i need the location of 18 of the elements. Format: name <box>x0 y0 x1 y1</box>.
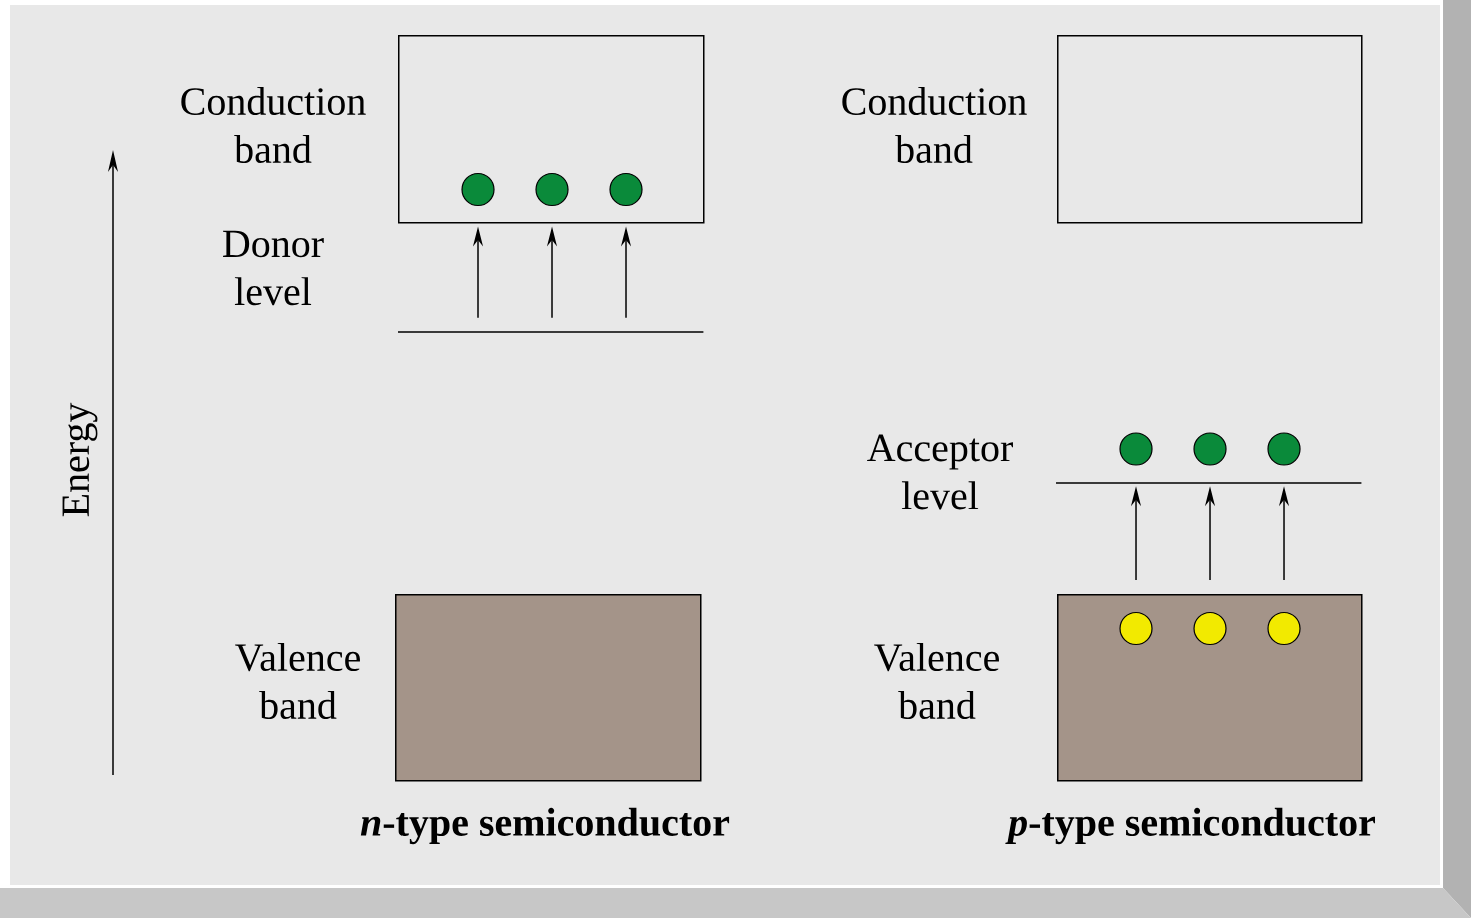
node-label: Valence band <box>235 642 360 720</box>
node-label: Valence band <box>874 642 999 720</box>
node-label: Conduction band <box>842 86 1027 164</box>
band-box: Valence band <box>235 594 702 782</box>
band-box: Conduction band <box>842 35 1363 224</box>
charge-dot <box>1119 611 1153 646</box>
energy-level-line: Donor level <box>223 230 705 333</box>
energy-level-line: Acceptor level <box>867 434 1363 510</box>
charge-dot <box>1267 611 1301 646</box>
band-box: Conduction band <box>181 35 705 224</box>
node-label: Conduction band <box>181 86 366 164</box>
axis-label: Energy <box>62 402 98 517</box>
charge-dot <box>461 172 495 207</box>
charge-dot <box>535 172 569 207</box>
band-box: Valence band <box>874 594 1363 782</box>
charge-dot <box>609 172 643 207</box>
charge-dot <box>1193 611 1227 646</box>
caption: p-type semiconductor <box>1005 807 1375 845</box>
